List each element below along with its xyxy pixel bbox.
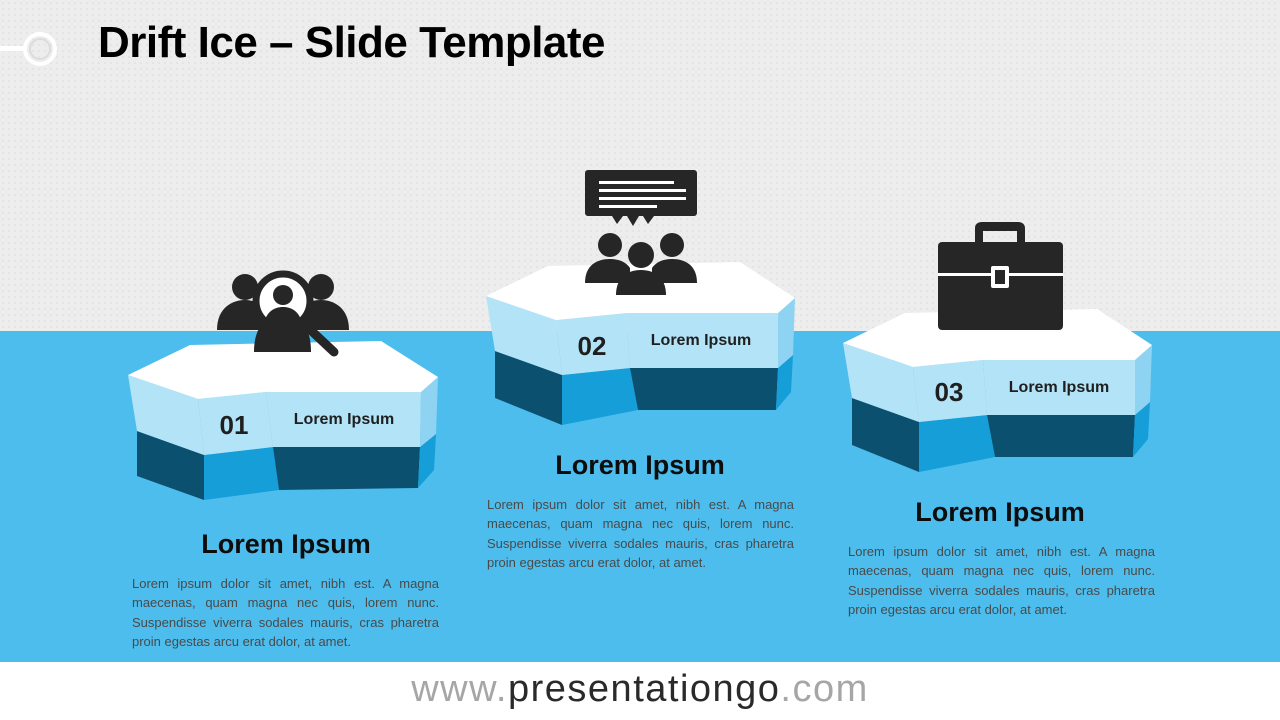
footer-url[interactable]: www.presentationgo.com [0, 668, 1280, 711]
item-body-3: Lorem ipsum dolor sit amet, nibh est. A … [848, 544, 1155, 618]
item-body-1: Lorem ipsum dolor sit amet, nibh est. A … [132, 576, 439, 650]
item-body-2: Lorem ipsum dolor sit amet, nibh est. A … [487, 497, 794, 571]
step-tag-2: Lorem Ipsum [651, 332, 751, 349]
item-heading-1: Lorem Ipsum [201, 529, 371, 559]
step-tag-1: Lorem Ipsum [294, 411, 394, 428]
briefcase-icon [938, 222, 1063, 330]
ice-floe-3: 03 Lorem Ipsum [843, 309, 1152, 472]
step-number-1: 01 [220, 410, 249, 440]
user-search-icon [217, 270, 349, 357]
step-number-2: 02 [578, 331, 607, 361]
url-host: presentationgo [508, 668, 781, 710]
team-chat-icon [585, 170, 697, 295]
item-heading-2: Lorem Ipsum [555, 450, 725, 480]
step-tag-3: Lorem Ipsum [1009, 379, 1109, 396]
slide-title: Drift Ice – Slide Template [98, 18, 606, 67]
url-prefix: www. [411, 668, 508, 710]
ice-floe-1: 01 Lorem Ipsum [128, 341, 438, 500]
footer-band [0, 662, 1280, 720]
url-suffix: .com [780, 668, 869, 710]
item-heading-3: Lorem Ipsum [915, 497, 1085, 527]
title-ring-decoration [0, 32, 57, 66]
step-number-3: 03 [935, 377, 964, 407]
sky-background [0, 0, 1280, 331]
